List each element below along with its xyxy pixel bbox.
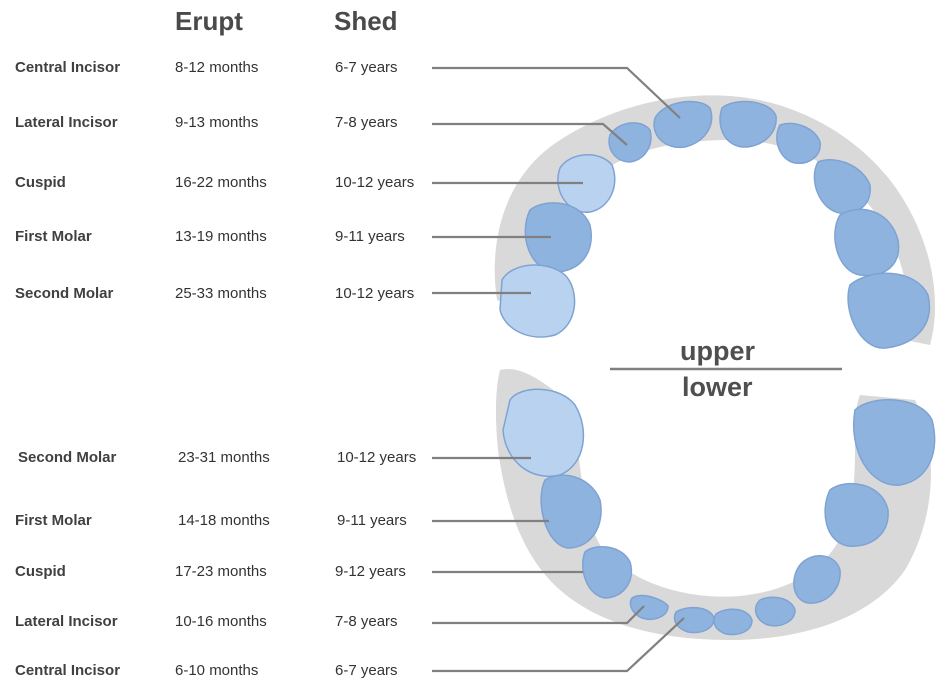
tooth-name: Lateral Incisor — [15, 613, 118, 630]
tooth-name: Cuspid — [15, 563, 66, 580]
upper-row-first-molar: First Molar 13-19 months 9-11 years — [0, 228, 460, 252]
lower-jaw-label: lower — [682, 372, 753, 403]
erupt-value: 10-16 months — [175, 613, 267, 630]
tooth-lower-central-incisor-right — [714, 609, 752, 634]
tooth-name: First Molar — [15, 228, 92, 245]
shed-value: 9-12 years — [335, 563, 406, 580]
shed-value: 9-11 years — [337, 512, 407, 529]
tooth-name: First Molar — [15, 512, 92, 529]
shed-value: 10-12 years — [337, 449, 416, 466]
shed-value: 6-7 years — [335, 59, 398, 76]
erupt-value: 8-12 months — [175, 59, 258, 76]
upper-row-cuspid: Cuspid 16-22 months 10-12 years — [0, 174, 460, 198]
tooth-lower-lateral-incisor-right — [756, 597, 795, 626]
lower-row-first-molar: First Molar 14-18 months 9-11 years — [0, 512, 460, 536]
erupt-value: 14-18 months — [178, 512, 270, 529]
tooth-name: Central Incisor — [15, 59, 120, 76]
upper-row-lateral-incisor: Lateral Incisor 9-13 months 7-8 years — [0, 114, 460, 138]
erupt-column-header: Erupt — [175, 6, 243, 37]
upper-row-second-molar: Second Molar 25-33 months 10-12 years — [0, 285, 460, 309]
lower-row-lateral-incisor: Lateral Incisor 10-16 months 7-8 years — [0, 613, 460, 637]
tooth-name: Cuspid — [15, 174, 66, 191]
tooth-lower-first-molar-right — [825, 484, 888, 547]
erupt-value: 6-10 months — [175, 662, 258, 679]
tooth-upper-lateral-incisor-left — [609, 123, 651, 162]
tooth-upper-second-molar-left — [500, 265, 575, 337]
erupt-value: 16-22 months — [175, 174, 267, 191]
upper-jaw-label: upper — [680, 336, 755, 367]
shed-value: 10-12 years — [335, 174, 414, 191]
tooth-name: Second Molar — [15, 285, 113, 302]
shed-column-header: Shed — [334, 6, 398, 37]
erupt-value: 17-23 months — [175, 563, 267, 580]
shed-value: 10-12 years — [335, 285, 414, 302]
shed-value: 9-11 years — [335, 228, 405, 245]
shed-value: 6-7 years — [335, 662, 398, 679]
upper-row-central-incisor: Central Incisor 8-12 months 6-7 years — [0, 59, 460, 83]
tooth-name: Second Molar — [18, 449, 116, 466]
tooth-name: Lateral Incisor — [15, 114, 118, 131]
lower-row-cuspid: Cuspid 17-23 months 9-12 years — [0, 563, 460, 587]
tooth-name: Central Incisor — [15, 662, 120, 679]
lower-row-central-incisor: Central Incisor 6-10 months 6-7 years — [0, 662, 460, 686]
shed-value: 7-8 years — [335, 613, 398, 630]
lower-row-second-molar: Second Molar 23-31 months 10-12 years — [0, 449, 460, 473]
erupt-value: 25-33 months — [175, 285, 267, 302]
shed-value: 7-8 years — [335, 114, 398, 131]
erupt-value: 9-13 months — [175, 114, 258, 131]
erupt-value: 23-31 months — [178, 449, 270, 466]
erupt-value: 13-19 months — [175, 228, 267, 245]
